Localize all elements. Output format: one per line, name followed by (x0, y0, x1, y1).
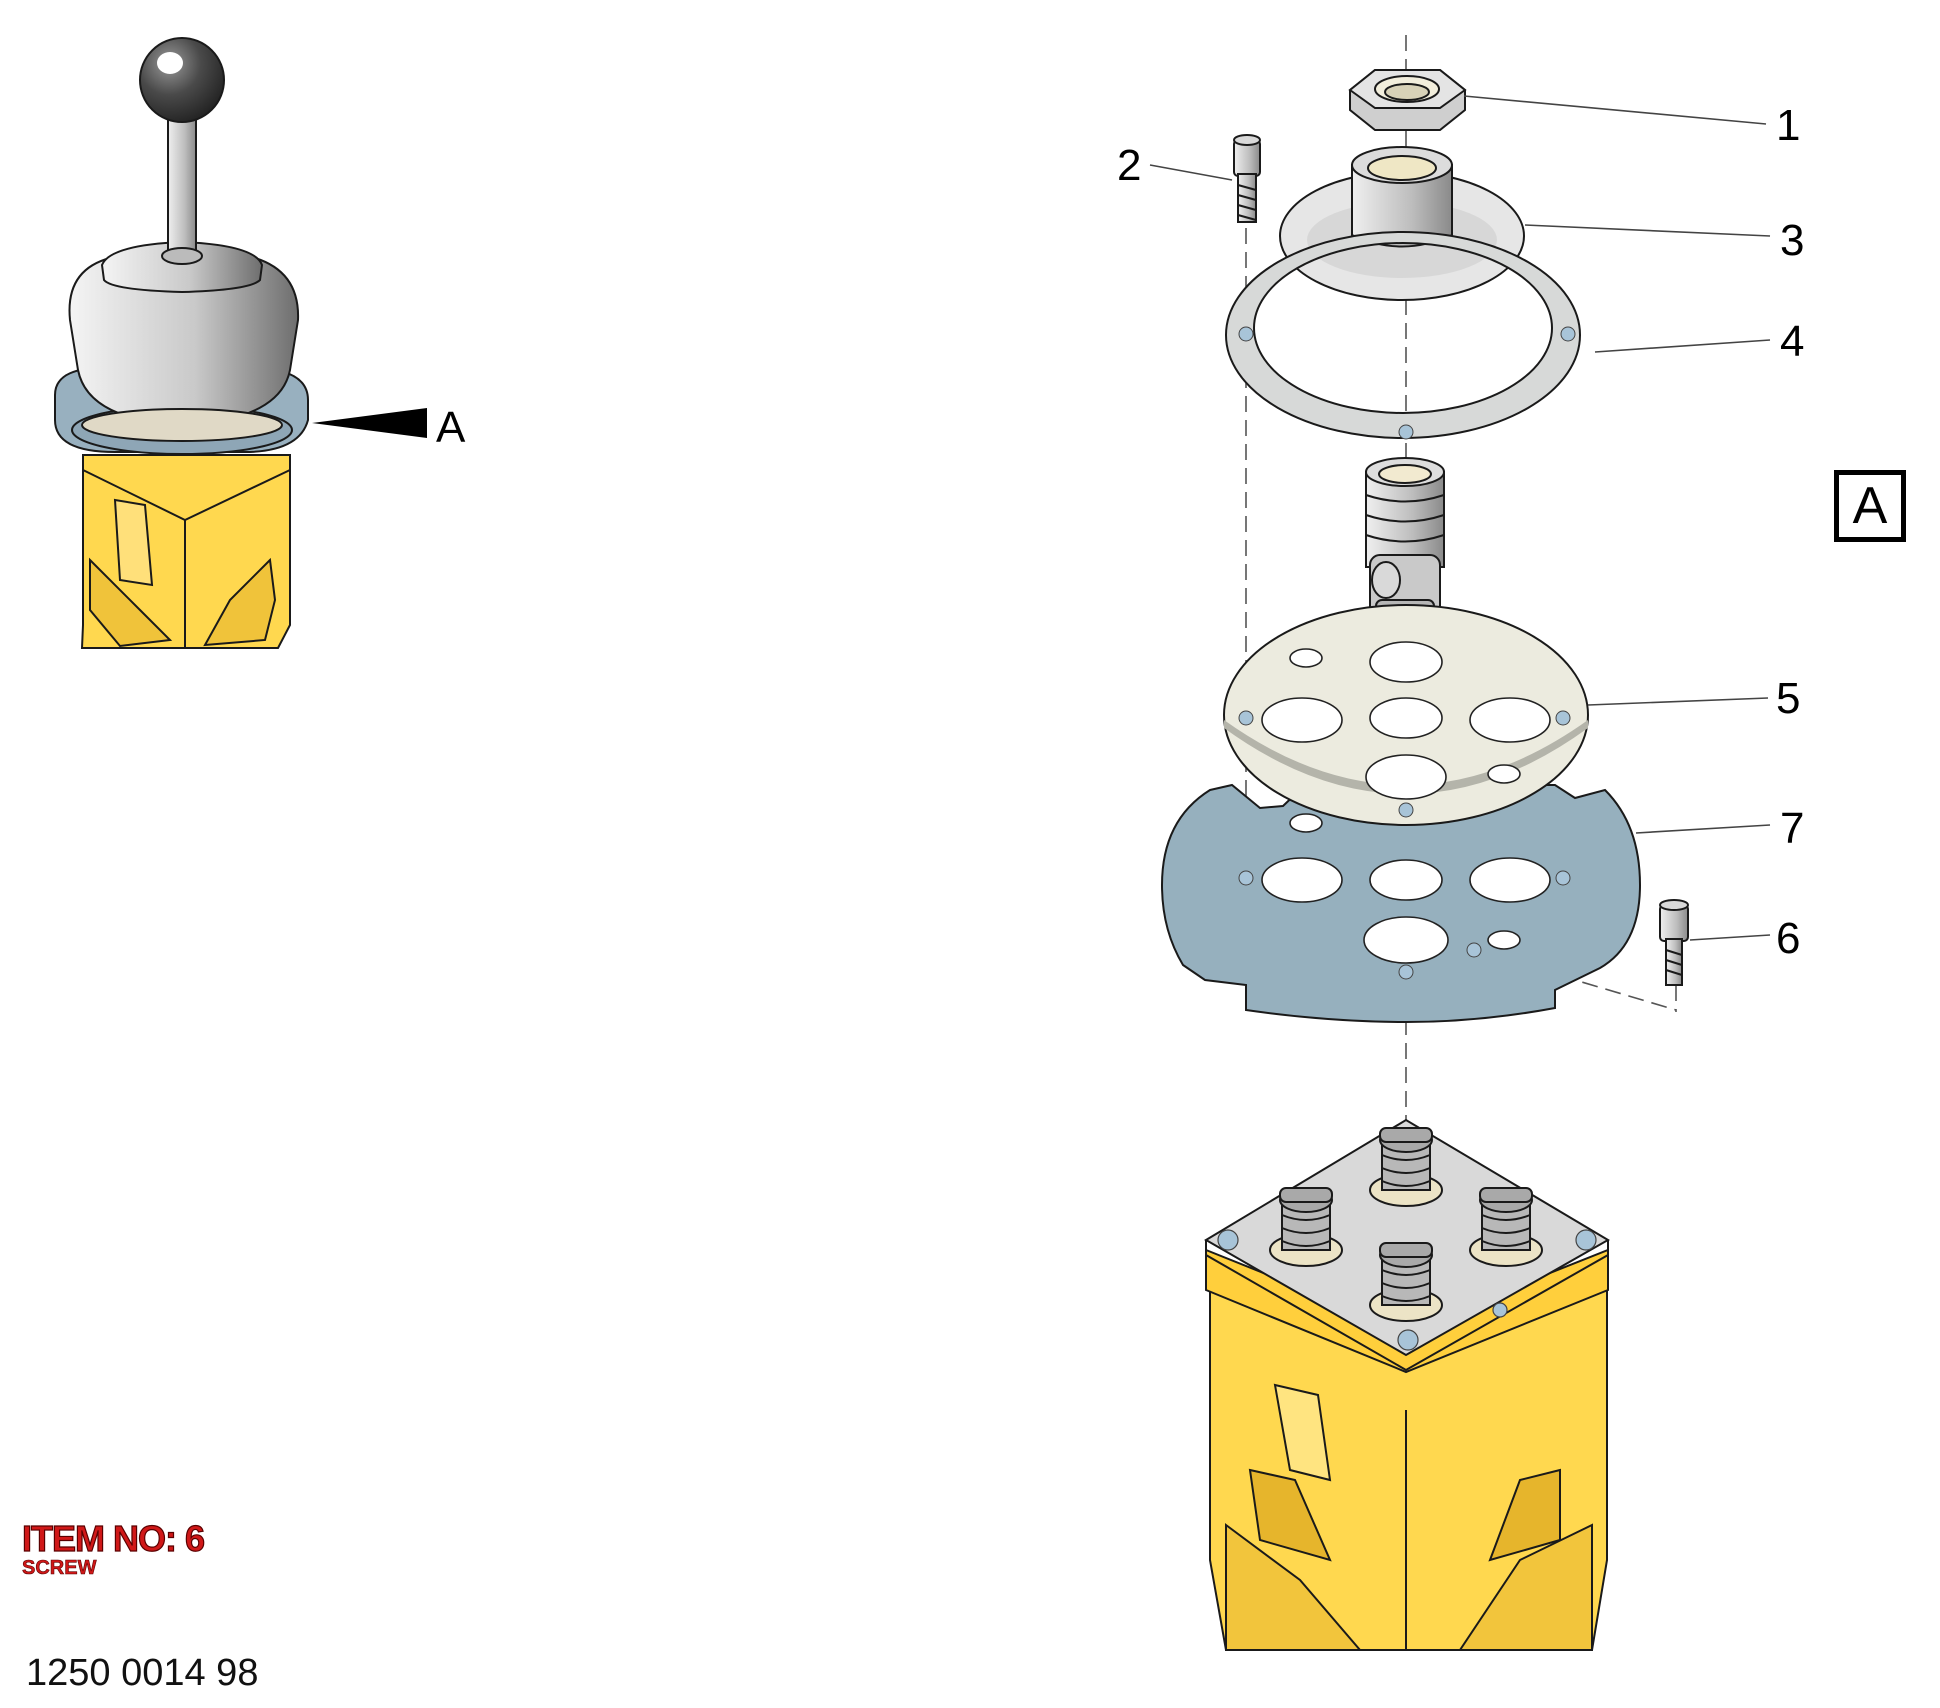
plunger-top (1369, 1127, 1443, 1207)
switch-housing (1204, 1118, 1610, 1651)
callout-1: 1 (1776, 101, 1800, 150)
part-4-ring (1224, 231, 1582, 440)
callout-4: 4 (1780, 317, 1804, 366)
part-5-plate (1223, 604, 1589, 826)
part-3-cap (1279, 146, 1525, 301)
item-description: SCREW (22, 1557, 97, 1580)
part-7-base-plate (1160, 783, 1642, 1024)
callout-6: 6 (1776, 914, 1800, 963)
callout-7: 7 (1780, 804, 1804, 853)
part-1-hex-nut (1348, 69, 1467, 131)
callout-5: 5 (1776, 674, 1800, 723)
overview-knob (139, 37, 225, 123)
part-2-screw (1233, 134, 1261, 223)
plunger-front (1369, 1242, 1443, 1322)
pointer-arrow (312, 408, 427, 438)
joystick-overview (54, 37, 427, 649)
document-number: 1250 0014 98 (26, 1652, 259, 1694)
callout-3: 3 (1780, 216, 1804, 265)
plunger-right (1469, 1187, 1543, 1267)
detail-view-label: A (1834, 470, 1906, 542)
universal-joint (1365, 457, 1445, 629)
part-6-screw (1659, 899, 1689, 986)
overview-housing (80, 454, 291, 649)
item-number-title: ITEM NO: 6 (21, 1517, 205, 1559)
pointer-label-a: A (436, 403, 466, 452)
plunger-left (1269, 1187, 1343, 1267)
overview-lever (167, 104, 197, 256)
callout-2: 2 (1117, 141, 1141, 190)
